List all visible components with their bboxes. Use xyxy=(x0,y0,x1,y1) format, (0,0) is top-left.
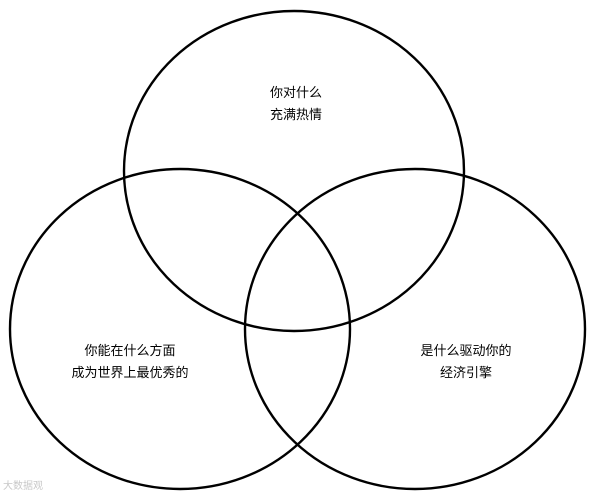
label-economic-line1: 是什么驱动你的 xyxy=(420,344,512,359)
label-best-in-world: 你能在什么方面 成为世界上最优秀的 xyxy=(30,341,230,385)
label-economic-engine: 是什么驱动你的 经济引擎 xyxy=(366,341,566,385)
label-passion-line1: 你对什么 xyxy=(269,86,322,101)
circle-best xyxy=(8,167,352,491)
label-best-line2: 成为世界上最优秀的 xyxy=(71,366,189,381)
label-best-line1: 你能在什么方面 xyxy=(84,344,176,359)
label-passion: 你对什么 充满热情 xyxy=(196,83,396,127)
label-economic-line2: 经济引擎 xyxy=(439,366,492,381)
circle-passion xyxy=(122,9,466,333)
circle-economic xyxy=(243,167,587,491)
watermark: 大数据观 xyxy=(3,481,43,492)
label-passion-line2: 充满热情 xyxy=(269,108,322,123)
